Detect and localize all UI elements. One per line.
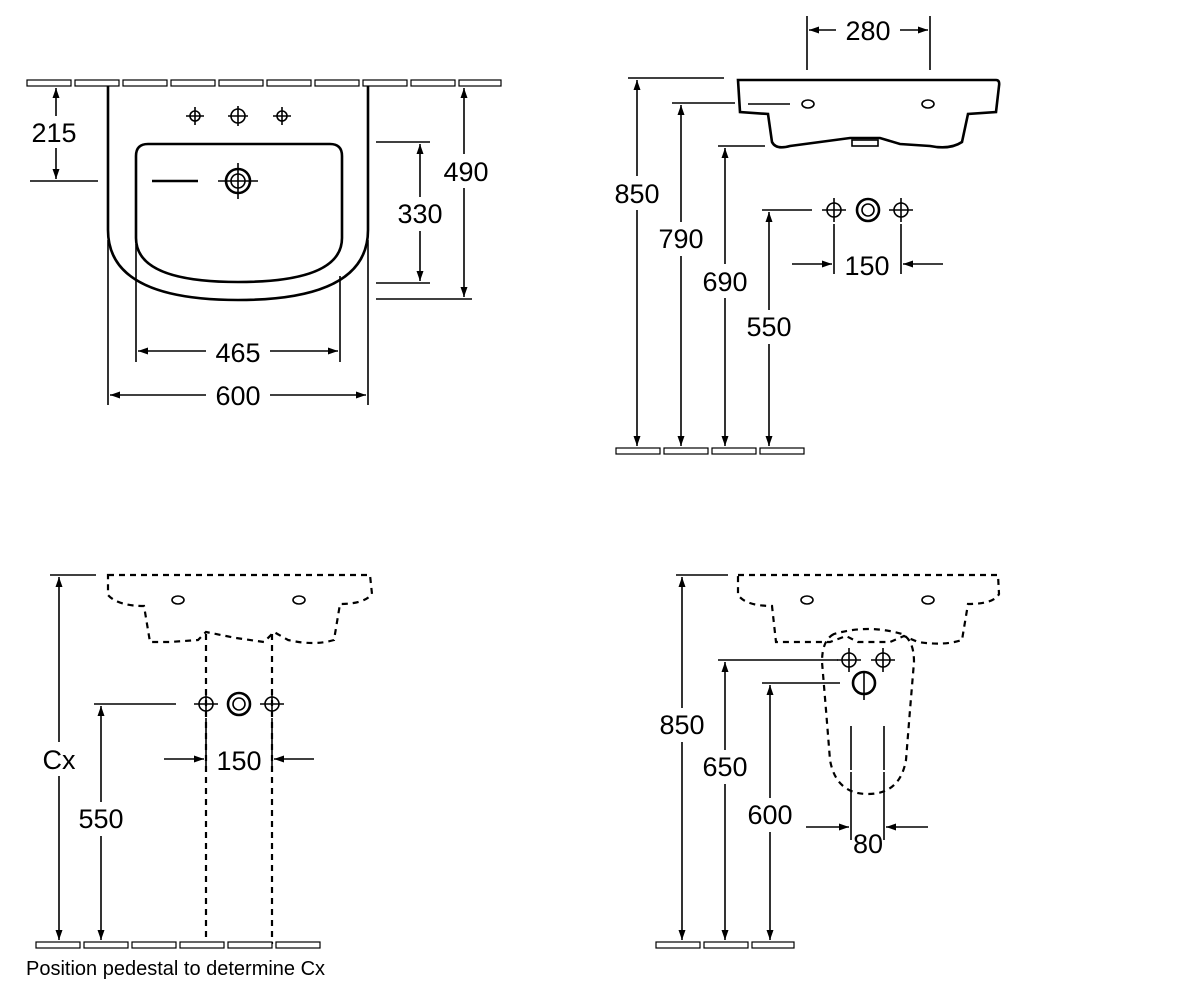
bowl-outline [134,142,344,284]
pedestal-note: Position pedestal to determine Cx [26,958,325,980]
front-view: 280 850 790 690 550 [610,14,1001,455]
dim-supply-height: 550 [78,804,123,834]
pedestal-view: Cx 550 150 Position pedestal to determin… [26,573,374,980]
overflow-icon [921,595,935,605]
dim-tap-spacing: 280 [845,16,890,46]
semi-pedestal-view: 850 650 600 80 [654,573,1001,949]
dim-waste-height: 690 [702,267,747,297]
wall-strip [26,79,502,87]
dim-pedestal-height: Cx [43,745,76,775]
overflow-icon [801,99,815,109]
semi-pedestal-shroud [820,627,916,796]
supply-valve-icon [837,648,895,700]
basin-outline [106,86,370,302]
overflow-icon [171,595,185,605]
overflow-icon [921,99,935,109]
dim-supply-height: 650 [702,752,747,782]
basin-front-outline [736,78,1001,149]
dim-bowl-depth: 330 [397,199,442,229]
basin-dashed-outline [736,573,1001,645]
supply-valve-icon [822,197,913,223]
dim-depth: 215 [31,118,76,148]
dim-bowl-width: 465 [215,338,260,368]
dim-overall-depth: 490 [443,157,488,187]
waste-icon [218,163,258,199]
floor-strip [35,941,321,949]
tap-hole-icon [186,106,291,126]
overflow-icon [292,595,306,605]
dim-supply-spacing: 150 [216,746,261,776]
dim-overall-width: 600 [215,381,260,411]
floor-strip [655,941,795,949]
dim-waste-spacing: 80 [853,829,883,859]
dim-rim-height: 850 [614,179,659,209]
top-view: 215 490 330 465 600 [24,79,502,412]
dim-rim-height: 850 [659,710,704,740]
dim-underside-height: 790 [658,224,703,254]
dim-supply-spacing: 150 [844,251,889,281]
supply-valve-icon [194,691,284,717]
dim-supply-height: 550 [746,312,791,342]
overflow-icon [800,595,814,605]
dim-waste-height: 600 [747,800,792,830]
basin-dashed-outline [106,573,374,645]
floor-strip [615,447,805,455]
